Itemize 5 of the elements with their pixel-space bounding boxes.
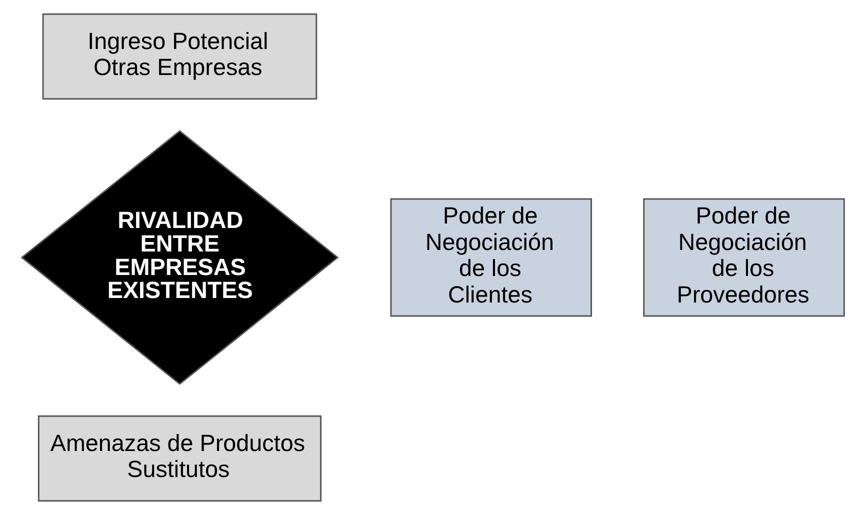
node-diamond: RIVALIDAD ENTRE EMPRESAS EXISTENTES xyxy=(20,130,339,385)
node-box: Poder de Negociación de los Clientes xyxy=(390,198,592,317)
node-box: Amenazas de Productos Sustitutos xyxy=(38,415,322,502)
node-box: Poder de Negociación de los Proveedores xyxy=(643,198,845,317)
node-box: Ingreso Potencial Otras Empresas xyxy=(42,13,318,100)
